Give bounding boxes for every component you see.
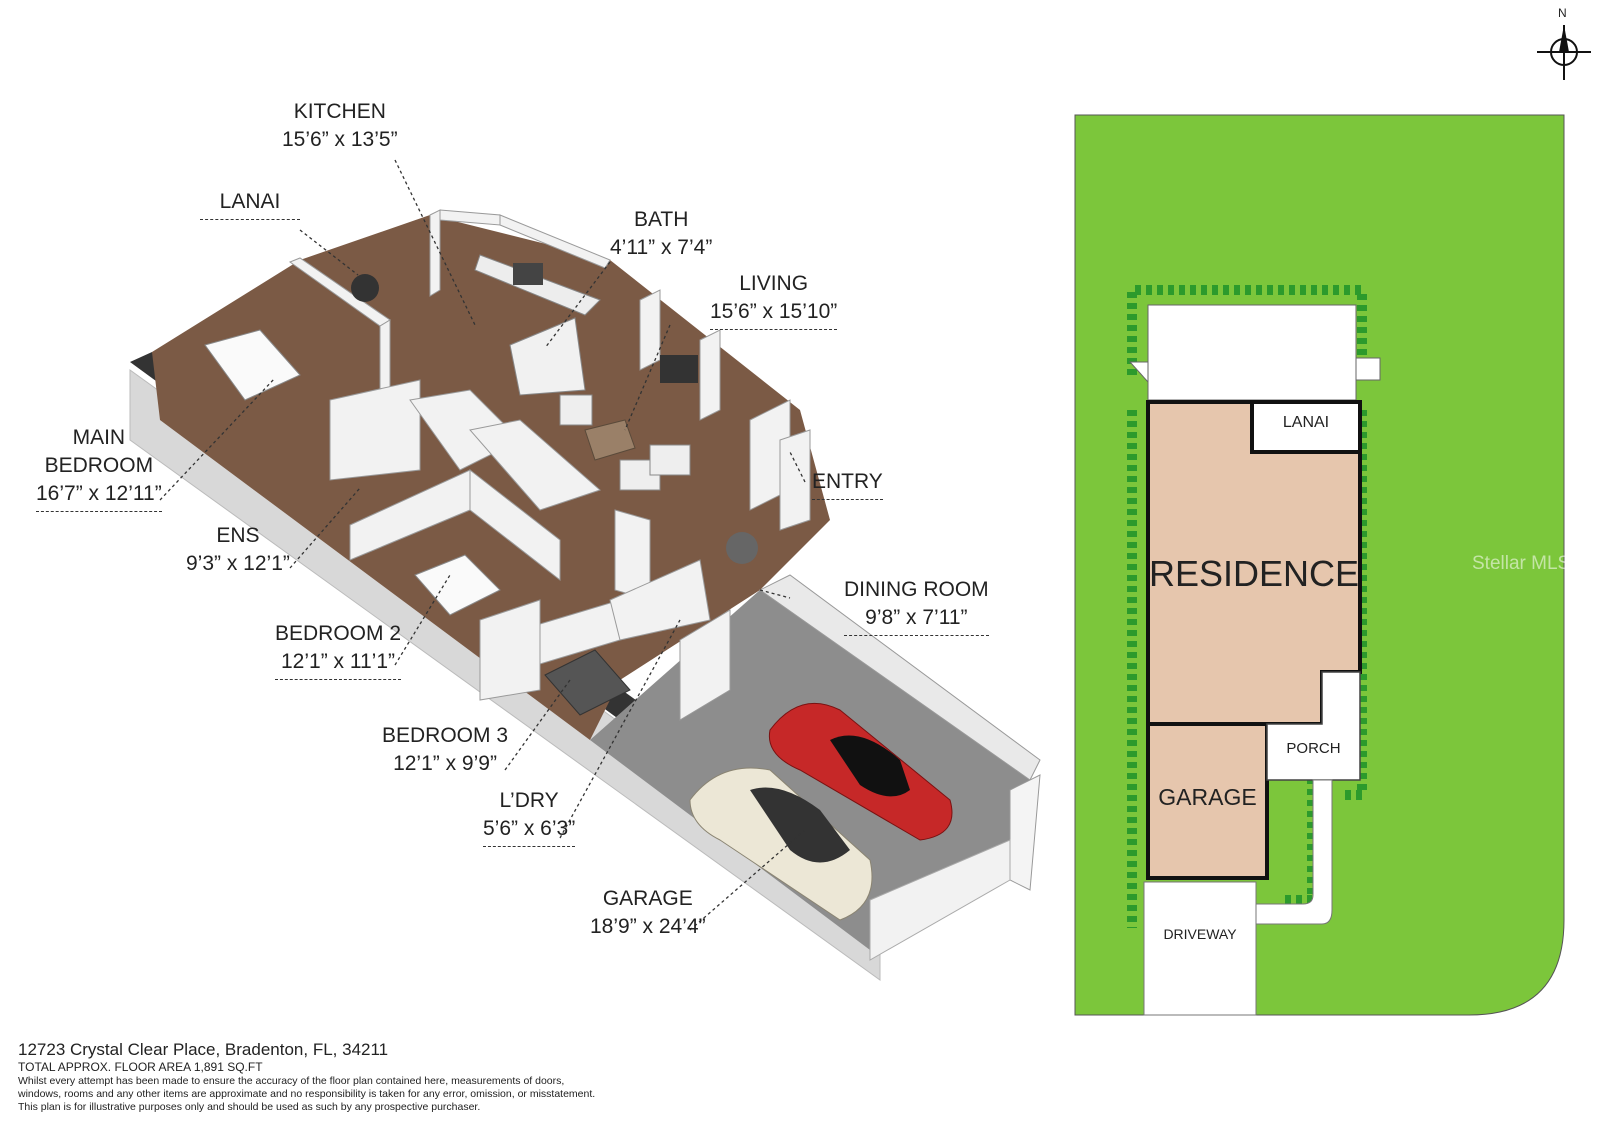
label-ens: ENS 9’3” x 12’1” bbox=[186, 522, 290, 578]
dining-room-dim: 9’8” x 7’11” bbox=[865, 606, 968, 629]
label-garage: GARAGE 18’9” x 24’4” bbox=[590, 885, 706, 941]
car-red bbox=[768, 702, 953, 841]
garage-wall-north bbox=[759, 574, 1041, 781]
living-dim: 15’6” x 15’10” bbox=[710, 300, 838, 323]
bedroom3-name: BEDROOM 3 bbox=[382, 724, 509, 747]
footer: 12723 Crystal Clear Place, Bradenton, FL… bbox=[18, 1040, 658, 1114]
leader-lines bbox=[159, 159, 806, 931]
lanai-name: LANAI bbox=[219, 190, 281, 213]
watermark: Stellar MLS bbox=[1472, 553, 1571, 574]
walkway-shape bbox=[1255, 779, 1333, 925]
car-white bbox=[689, 767, 873, 921]
kitchen-name: KITCHEN bbox=[293, 100, 386, 123]
living-name: LIVING bbox=[739, 272, 809, 295]
site-driveway-label: DRIVEWAY bbox=[1163, 926, 1237, 942]
label-lanai: LANAI bbox=[200, 188, 300, 220]
living-furniture bbox=[351, 274, 758, 564]
patio bbox=[1147, 304, 1357, 401]
address: 12723 Crystal Clear Place, Bradenton, FL… bbox=[18, 1040, 389, 1059]
label-bath: BATH 4’11” x 7’4” bbox=[610, 206, 712, 262]
label-kitchen: KITCHEN 15’6” x 13’5” bbox=[282, 98, 398, 154]
disclaimer-line-3: This plan is for illustrative purposes o… bbox=[18, 1101, 481, 1113]
label-laundry: L’DRY 5’6” x 6’3” bbox=[483, 787, 576, 847]
main-bedroom-name-1: MAIN bbox=[72, 426, 126, 449]
patio-door-right bbox=[1355, 357, 1381, 381]
north-arrow-icon bbox=[1537, 25, 1591, 80]
bath-dim: 4’11” x 7’4” bbox=[610, 236, 713, 259]
kitchen-cabinets bbox=[474, 254, 601, 396]
label-main-bedroom: MAIN BEDROOM 16’7” x 12’11” bbox=[36, 424, 162, 512]
ens-dim: 9’3” x 12’1” bbox=[186, 552, 290, 575]
bath-name: BATH bbox=[633, 208, 689, 231]
label-bedroom3: BEDROOM 3 12’1” x 9’9” bbox=[382, 722, 508, 778]
floor-plan-3d bbox=[129, 159, 1041, 981]
label-dining-room: DINING ROOM 9’8” x 7’11” bbox=[844, 576, 989, 636]
beds bbox=[204, 329, 631, 716]
entry-name: ENTRY bbox=[812, 470, 883, 493]
ens-name: ENS bbox=[216, 524, 260, 547]
kitchen-dim: 15’6” x 13’5” bbox=[282, 128, 398, 151]
interior-walls bbox=[288, 209, 811, 721]
garage-wall-east bbox=[869, 839, 1011, 961]
bedroom3-dim: 12’1” x 9’9” bbox=[393, 752, 497, 775]
north-label: N bbox=[1558, 6, 1567, 20]
garage-dim: 18’9” x 24’4” bbox=[590, 915, 706, 938]
garage-wall-door bbox=[1009, 774, 1041, 891]
dining-room-name: DINING ROOM bbox=[844, 578, 989, 601]
site-garage-label: GARAGE bbox=[1158, 784, 1257, 810]
label-living: LIVING 15’6” x 15’10” bbox=[710, 270, 838, 330]
main-bedroom-name-2: BEDROOM bbox=[44, 454, 154, 477]
hedge bbox=[1127, 285, 1367, 928]
disclaimer-line-1: Whilst every attempt has been made to en… bbox=[18, 1075, 565, 1087]
laundry-name: L’DRY bbox=[499, 789, 559, 812]
disclaimer-line-2: windows, rooms and any other items are a… bbox=[18, 1088, 596, 1100]
driveway-shape bbox=[1143, 881, 1257, 1016]
floor-area: TOTAL APPROX. FLOOR AREA 1,891 SQ.FT bbox=[18, 1060, 263, 1074]
porch-shape bbox=[1266, 671, 1361, 781]
main-bedroom-dim: 16’7” x 12’11” bbox=[36, 482, 162, 505]
laundry-dim: 5’6” x 6’3” bbox=[483, 817, 576, 840]
label-bedroom2: BEDROOM 2 12’1” x 11’1” bbox=[275, 620, 402, 680]
site-residence-label: RESIDENCE bbox=[1148, 553, 1360, 594]
site-porch-label: PORCH bbox=[1286, 740, 1341, 757]
label-entry: ENTRY bbox=[812, 468, 883, 500]
site-lanai-label: LANAI bbox=[1282, 414, 1330, 431]
patio-door-left bbox=[1128, 361, 1149, 384]
bedroom2-name: BEDROOM 2 bbox=[275, 622, 402, 645]
garage-name: GARAGE bbox=[602, 887, 693, 910]
bedroom2-dim: 12’1” x 11’1” bbox=[281, 650, 396, 673]
